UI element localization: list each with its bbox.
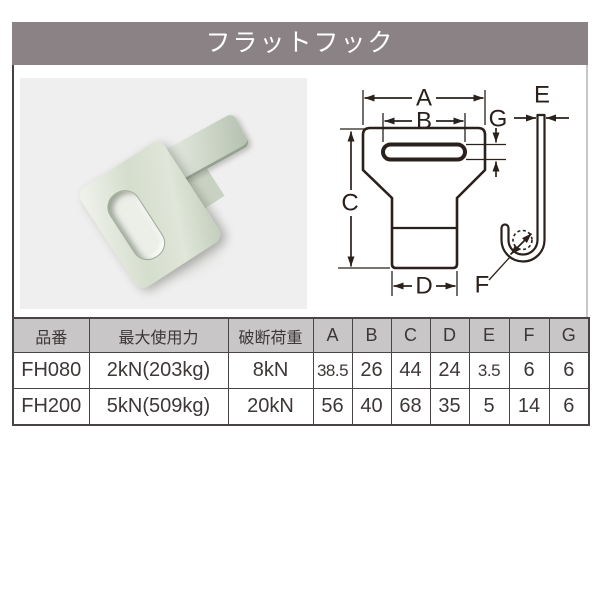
col-header-d: D	[429, 317, 470, 353]
dim-label-b: B	[416, 108, 432, 135]
front-view-outline	[361, 126, 487, 270]
cell-f: 6	[508, 352, 550, 389]
col-header-g: G	[548, 317, 590, 353]
dim-f-diameter-arrow	[509, 232, 533, 256]
cell-b: 40	[351, 388, 392, 426]
dim-label-g: G	[489, 106, 508, 133]
spec-table: 品番 最大使用力 破断荷重 A B C D E F G FH080 2kN(20…	[12, 317, 590, 426]
cell-b: 26	[351, 352, 392, 389]
col-header-b: B	[351, 317, 392, 353]
dim-label-d: D	[415, 273, 432, 300]
dim-label-c: C	[341, 190, 358, 217]
page-left-border	[12, 22, 14, 424]
cell-a: 56	[312, 388, 353, 426]
col-header-c: C	[390, 317, 431, 353]
front-view-slot	[381, 142, 467, 162]
cell-a: 38.5	[312, 352, 353, 389]
cell-c: 68	[390, 388, 431, 426]
cell-break-load: 20kN	[227, 388, 314, 426]
cell-part-no: FH080	[12, 352, 90, 389]
cell-e: 3.5	[468, 352, 510, 389]
cell-part-no: FH200	[12, 388, 90, 426]
dim-b-extension-lines	[382, 113, 466, 142]
table-row: FH200 5kN(509kg) 20kN 56 40 68 35 5 14 6	[12, 388, 590, 426]
cell-f: 14	[508, 388, 550, 426]
table-header-row: 品番 最大使用力 破断荷重 A B C D E F G	[12, 317, 590, 353]
dim-f-leader-line	[488, 256, 511, 281]
dim-label-f: F	[475, 272, 490, 299]
product-photo	[20, 78, 307, 309]
dim-c-extension-lines	[338, 128, 390, 269]
cell-g: 6	[548, 352, 590, 389]
dim-d-extension-lines	[391, 271, 458, 296]
table-row: FH080 2kN(203kg) 8kN 38.5 26 44 24 3.5 6…	[12, 352, 590, 389]
col-header-max-load: 最大使用力	[88, 317, 229, 353]
col-header-a: A	[312, 317, 353, 353]
dim-a-extension-lines	[362, 90, 486, 125]
col-header-break-load: 破断荷重	[227, 317, 314, 353]
cell-g: 6	[548, 388, 590, 426]
col-header-e: E	[468, 317, 510, 353]
dimension-diagram: A B C D G E	[320, 78, 590, 308]
hook-opening-dashed-circle	[512, 229, 533, 251]
dim-label-e: E	[534, 82, 550, 109]
cell-d: 24	[429, 352, 470, 389]
col-header-part-no: 品番	[12, 317, 90, 353]
cell-break-load: 8kN	[227, 352, 314, 389]
page-title: フラットフック	[12, 22, 588, 65]
side-view-hook-profile	[500, 113, 546, 263]
dim-label-a: A	[416, 85, 432, 112]
page-right-border	[586, 64, 588, 320]
col-header-f: F	[508, 317, 550, 353]
cell-d: 35	[429, 388, 470, 426]
dim-g-extension-lines	[466, 143, 506, 161]
cell-max-load: 5kN(509kg)	[88, 388, 229, 426]
cell-max-load: 2kN(203kg)	[88, 352, 229, 389]
cell-c: 44	[390, 352, 431, 389]
cell-e: 5	[468, 388, 510, 426]
